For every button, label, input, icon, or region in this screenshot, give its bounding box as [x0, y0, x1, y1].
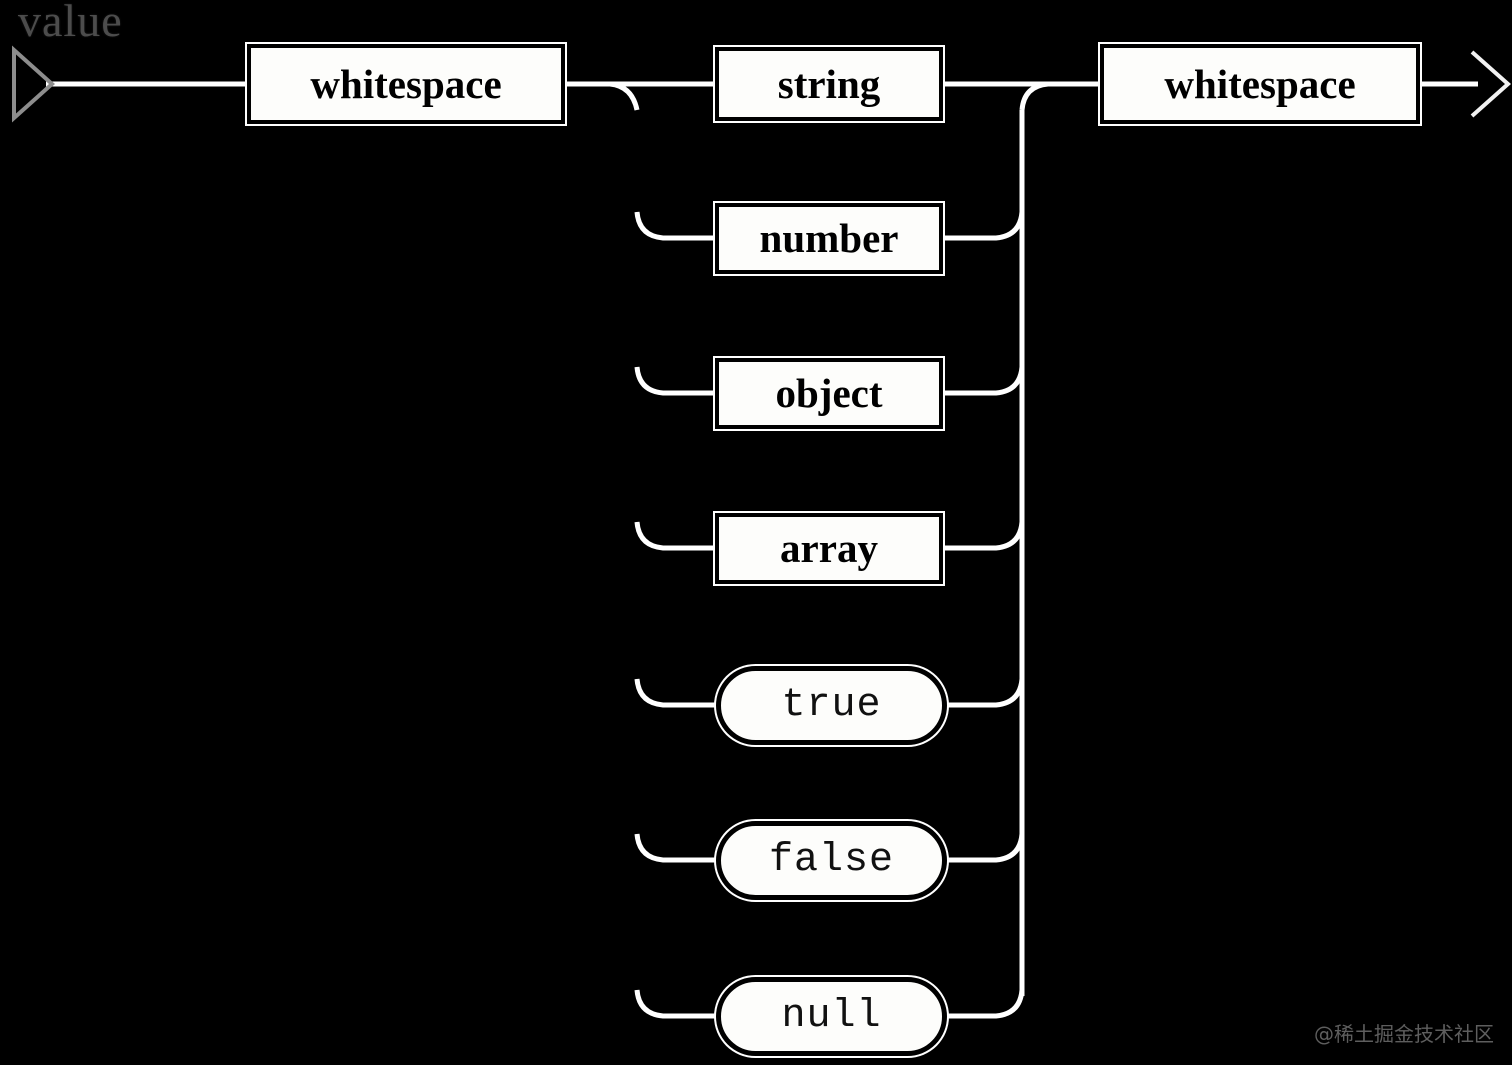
- node-false[interactable]: false: [716, 821, 947, 900]
- node-string[interactable]: string: [715, 47, 943, 121]
- rail-right-branch-false: [947, 833, 1025, 863]
- rail-left-split-elbow: [609, 81, 640, 111]
- node-array[interactable]: array: [715, 513, 943, 584]
- rail-right-branch-number: [943, 211, 1025, 241]
- node-label: whitespace: [310, 60, 502, 107]
- node-label: string: [777, 60, 881, 107]
- node-label: whitespace: [1164, 60, 1356, 107]
- node-label: null: [781, 993, 882, 1039]
- rail-right-branch-array: [943, 521, 1025, 551]
- rail-right-merge-elbow: [1019, 81, 1049, 111]
- node-label: object: [775, 370, 883, 416]
- rail-left-branch-null: [634, 989, 718, 1019]
- node-label: number: [759, 215, 899, 261]
- rail-left-branch-true: [634, 678, 718, 708]
- rail-left-branch-false: [634, 833, 718, 863]
- node-true[interactable]: true: [716, 666, 947, 745]
- rail-left-branch-number: [634, 211, 715, 241]
- rail-left-branch-array: [634, 521, 715, 551]
- node-label: false: [768, 837, 895, 883]
- node-label: true: [781, 682, 882, 728]
- node-number[interactable]: number: [715, 203, 943, 274]
- rail-right-branch-null: [947, 989, 1025, 1019]
- node-whitespace-right[interactable]: whitespace: [1100, 44, 1420, 124]
- right-arrow-marker: [1470, 50, 1512, 118]
- node-whitespace-left[interactable]: whitespace: [247, 44, 565, 124]
- rule-label: value: [18, 0, 123, 46]
- node-null[interactable]: null: [716, 977, 947, 1056]
- rail-left-branch-object: [634, 366, 715, 396]
- watermark: @稀土掘金技术社区: [1314, 1022, 1494, 1046]
- node-label: array: [780, 525, 878, 571]
- node-object[interactable]: object: [715, 358, 943, 429]
- rail-right-branch-object: [943, 366, 1025, 396]
- rail-right-branch-true: [947, 678, 1025, 708]
- left-arrow-marker: [12, 45, 55, 123]
